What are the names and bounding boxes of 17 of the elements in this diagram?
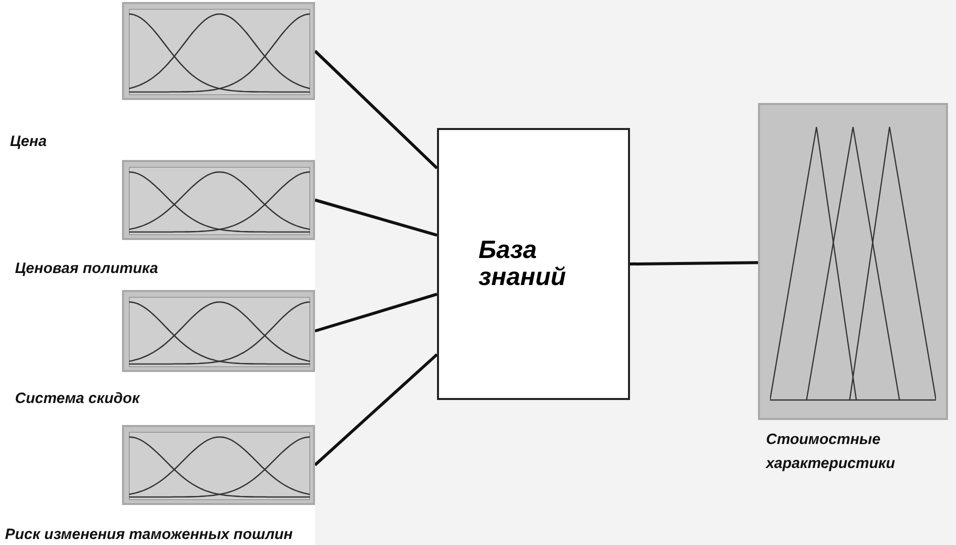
connector-line — [314, 353, 438, 466]
membership-plot-panel — [758, 103, 948, 420]
variable-caption: Цена — [10, 133, 47, 150]
connector-line — [314, 292, 438, 332]
connector-line — [314, 198, 438, 237]
node-label: База знаний — [478, 236, 567, 292]
membership-plot-panel — [122, 2, 315, 100]
connector-line — [630, 261, 758, 266]
connector-line — [314, 50, 438, 170]
membership-plot-panel — [122, 425, 315, 505]
variable-caption: Риск изменения таможенных пошлин — [5, 526, 293, 543]
variable-caption: Ценовая политика — [15, 260, 158, 277]
variable-caption: Стоимостные характеристики — [766, 430, 896, 474]
variable-caption: Система скидок — [15, 390, 140, 407]
knowledge-base-box — [437, 128, 630, 400]
membership-plot-panel — [122, 160, 315, 240]
membership-plot-panel — [122, 290, 315, 372]
